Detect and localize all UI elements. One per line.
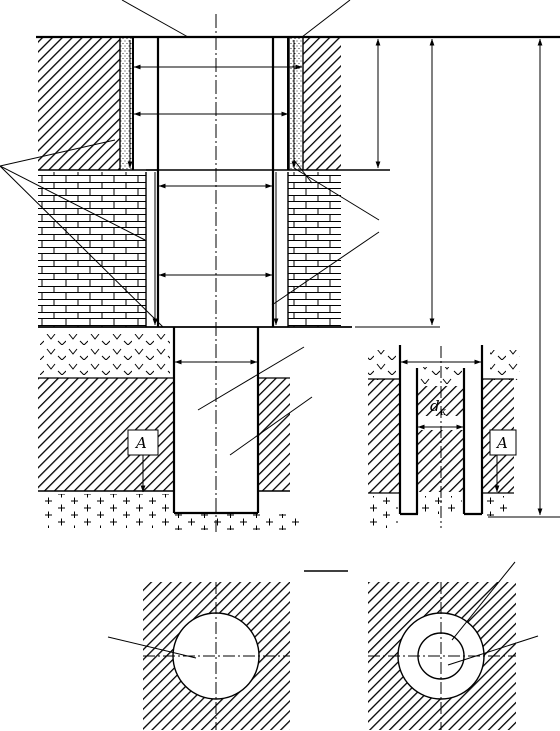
top-hatched-soil-left [38,38,120,170]
water-zone-right-b [418,367,462,384]
filter-bedrock-left [370,496,398,528]
filter-hatched-soil-left [368,379,400,493]
filter-diameter-symbol: d [430,397,440,415]
filter-diameter-subscript: к [440,407,447,418]
annulus-fill-left [120,38,132,170]
bedrock-bottom [160,514,300,530]
water-zone-right-a [368,350,396,380]
filter-variant-section: d к A [368,345,520,528]
section-marker-a-right: A [489,429,517,493]
annulus-fill-right [289,38,303,170]
lower-hatched-soil-right [258,378,290,491]
brick-layer-left [38,172,146,327]
top-hatched-soil-right [303,38,341,170]
section-label-a-right: A [495,434,508,452]
filter-bedrock-inner [420,496,462,514]
water-zone-right-c [490,350,520,380]
water-zone-left [40,334,170,376]
depth-dimensions [355,38,560,518]
main-section: A [0,0,560,532]
bedrock-left [42,494,172,528]
section-a-a [107,561,539,730]
section-label-a: A [134,434,147,452]
section-marker-a-left: A [127,429,159,493]
brick-layer-right [288,172,341,327]
filter-bedrock-right [484,496,512,516]
